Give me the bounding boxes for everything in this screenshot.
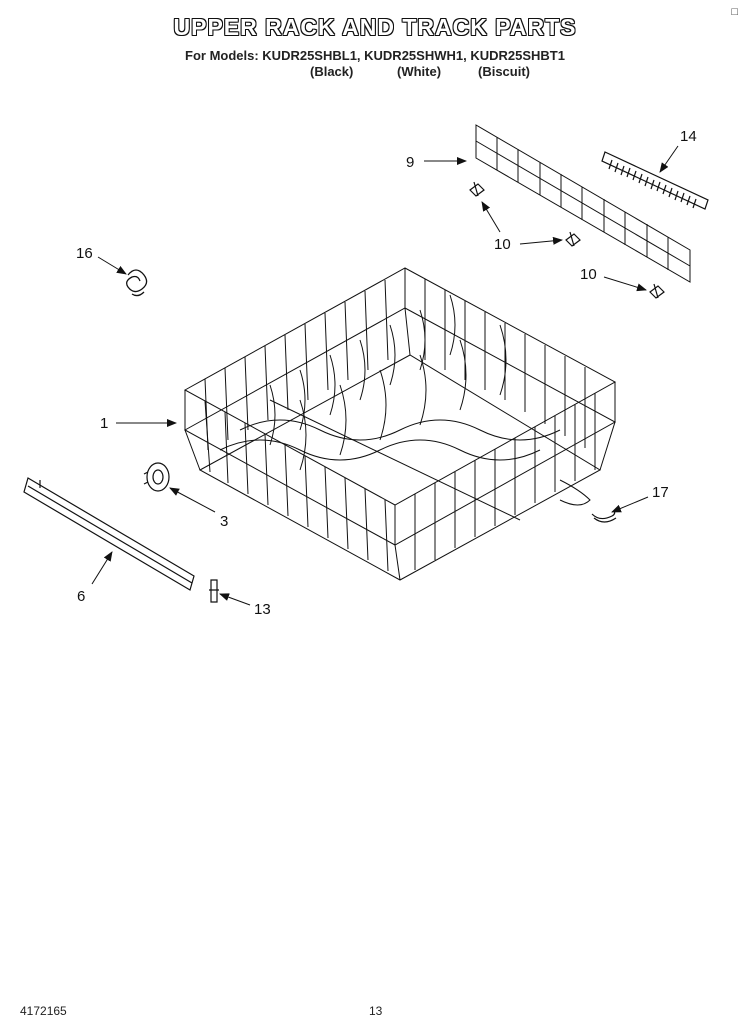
- clip-10-b: [565, 231, 581, 247]
- panel-grid: [475, 124, 691, 283]
- callout-10-a: 10: [494, 236, 511, 253]
- leader-lines: [91, 145, 679, 606]
- leader-13: [219, 593, 251, 606]
- leader-10-b: [519, 236, 563, 245]
- leader-14: [659, 145, 679, 173]
- color-black: (Black): [310, 64, 354, 79]
- callout-3: 3: [220, 513, 228, 530]
- leader-10-c: [603, 276, 647, 292]
- leader-17: [611, 496, 649, 513]
- color-white: (White): [397, 64, 442, 79]
- tine-bar: [601, 151, 709, 210]
- callout-16: 16: [76, 245, 93, 262]
- footer-part-number: 4172165: [20, 1004, 67, 1018]
- footer-page-number: 13: [369, 1004, 383, 1018]
- track-stop: [209, 579, 219, 603]
- leader-3: [169, 487, 216, 513]
- callout-9: 9: [406, 154, 414, 171]
- callout-1: 1: [100, 415, 108, 432]
- leader-6: [91, 551, 113, 585]
- clip-10-a: [469, 181, 485, 197]
- leader-16: [97, 256, 127, 275]
- corner-mark: □: [731, 6, 738, 18]
- leader-10-a: [481, 201, 501, 233]
- track-rail: [23, 477, 195, 591]
- callout-6: 6: [77, 588, 85, 605]
- rack-wheel: [143, 462, 170, 492]
- callout-10-b: 10: [580, 266, 597, 283]
- color-biscuit: (Biscuit): [478, 64, 530, 79]
- clip-10-c: [649, 283, 665, 299]
- models-line: For Models: KUDR25SHBL1, KUDR25SHWH1, KU…: [185, 48, 565, 63]
- rack-assembly: [183, 267, 617, 581]
- diagram-title: UPPER RACK AND TRACK PARTS: [173, 14, 577, 40]
- callout-17: 17: [652, 484, 669, 501]
- callout-13: 13: [254, 601, 271, 618]
- callout-14: 14: [680, 128, 697, 145]
- clip-16: [126, 269, 148, 297]
